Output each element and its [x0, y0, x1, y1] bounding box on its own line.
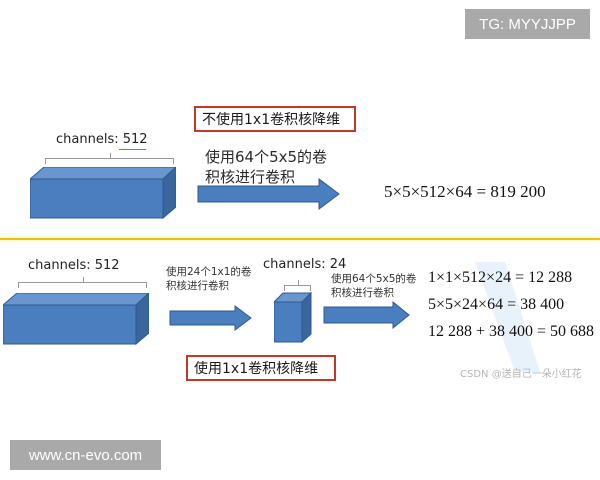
no-dim-reduction-label: 不使用1x1卷积核降维: [202, 112, 341, 128]
cuboid-icon: [30, 167, 176, 219]
right-arrow-icon: [323, 301, 410, 329]
dim-reduction-label: 使用1x1卷积核降维: [194, 361, 319, 377]
step2-arrow: [323, 301, 411, 329]
formula-total: 12 288 + 38 400 = 50 688: [428, 323, 595, 340]
step1-arrow: [169, 305, 253, 331]
cuboid-icon: [274, 292, 312, 343]
formula-no-reduction: 5×5×512×64 = 819 200: [384, 182, 546, 201]
input-channels-label: channels: 512: [28, 258, 120, 273]
background-glare: [445, 262, 545, 372]
input-feature-map-block: [30, 167, 176, 219]
mid-channels-bracket: [284, 280, 311, 291]
watermark-bottom-left: www.cn-evo.com: [10, 440, 161, 470]
step1-conv-description: 使用24个1x1的卷 积核进行卷积: [166, 266, 252, 292]
formula-1x1: 1×1×512×24 = 12 288: [428, 269, 573, 286]
conv-description: 使用64个5x5的卷 积核进行卷积: [205, 148, 328, 186]
input-block: [3, 293, 149, 345]
watermark-text: www.cn-evo.com: [28, 446, 143, 464]
watermark-text: TG: MYYJJPP: [479, 15, 576, 33]
right-arrow-icon: [197, 178, 340, 210]
csdn-watermark: CSDN @送自己一朵小红花: [460, 369, 582, 380]
input-channels-bracket: [18, 277, 147, 288]
channels-bracket: [45, 153, 174, 164]
formula-5x5: 5×5×24×64 = 38 400: [428, 296, 565, 313]
top-section: 不使用1x1卷积核降维 channels: 512 使用64个5x5的卷 积核进…: [0, 0, 600, 235]
intermediate-block: [274, 292, 312, 343]
right-arrow-icon: [169, 305, 252, 331]
channels-label-512: channels: 512: [56, 132, 148, 147]
step2-conv-description: 使用64个5x5的卷 积核进行卷积: [331, 273, 417, 299]
section-divider: [0, 238, 600, 240]
dim-reduction-box: 使用1x1卷积核降维: [186, 355, 336, 381]
mid-channels-label: channels: 24: [263, 257, 347, 272]
no-dim-reduction-box: 不使用1x1卷积核降维: [194, 106, 356, 132]
bottom-section: channels: 512 使用24个1x1的卷 积核进行卷积 channels…: [0, 240, 600, 400]
watermark-top-right: TG: MYYJJPP: [465, 9, 590, 39]
cuboid-icon: [3, 293, 149, 345]
channels-underline: [119, 149, 146, 150]
conv-arrow: [197, 178, 341, 210]
